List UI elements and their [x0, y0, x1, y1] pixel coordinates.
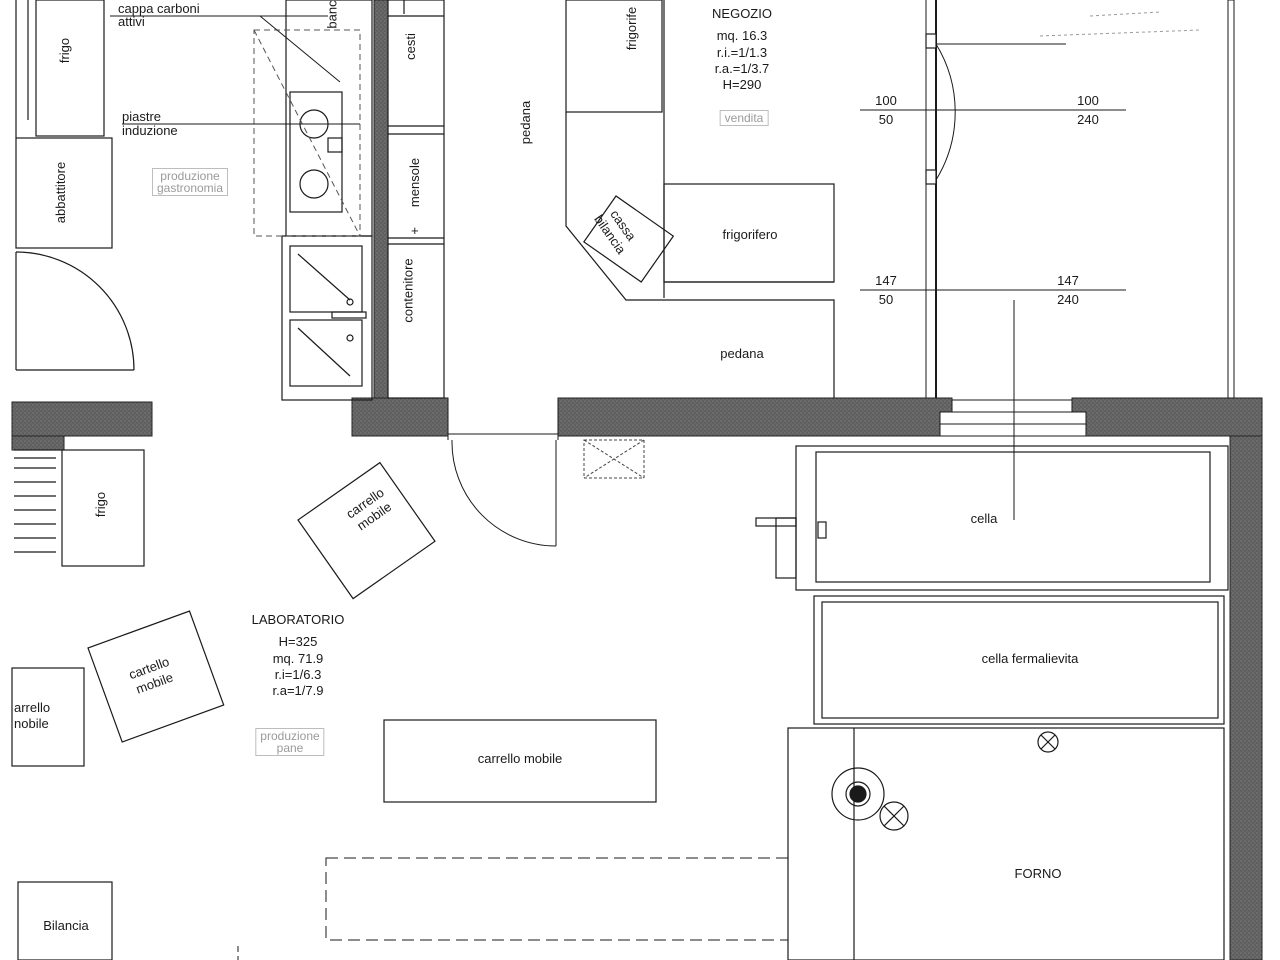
- wall-horizontal-right: [1071, 397, 1263, 437]
- bilancia-box: [17, 881, 113, 960]
- forno-vent-1: [879, 801, 909, 831]
- cella-fermalievita-outer: [813, 595, 1225, 725]
- gastronomia-use-label: produzione gastronomia: [151, 168, 229, 196]
- floor-drain: [583, 439, 645, 479]
- forno-vent-2: [1037, 731, 1059, 753]
- frigorifero-top-box: [565, 0, 663, 113]
- negozio-ra: r.a.=1/3.7: [714, 60, 770, 76]
- window-dim-3-top: 147: [875, 273, 897, 288]
- pedana-vertical-label: pedana: [518, 100, 534, 145]
- mensole-label: mensole: [407, 157, 423, 208]
- wall-horizontal-left: [11, 401, 153, 437]
- arrello-box: [11, 667, 85, 767]
- cella-inner: [815, 451, 1211, 583]
- window-dim-4-bottom: 240: [1057, 292, 1079, 307]
- window-sill: [939, 399, 1087, 437]
- negozio-name: NEGOZIO: [712, 6, 772, 21]
- window-dim-1-top: 100: [875, 93, 897, 108]
- wall-horizontal-center-right: [557, 397, 953, 437]
- window-dim-3-bottom: 50: [878, 292, 894, 307]
- cappa-label-1: cappa carboni: [118, 1, 200, 16]
- negozio-height: H=290: [722, 77, 762, 92]
- carrello-mobile-label: carrello mobile: [477, 751, 563, 766]
- laboratorio-room-label: LABORATORIO H=325 mq. 71.9 r.i=1/6.3 r.a…: [252, 612, 345, 699]
- arrello-line-2: nobile: [14, 716, 49, 732]
- hood-outline: [253, 29, 361, 237]
- frigorifero-mid-label: frigorifero: [722, 227, 778, 242]
- arrello-line-1: arrello: [14, 700, 51, 715]
- wall-vertical-center: [373, 0, 389, 399]
- wall-vertical-right: [1229, 435, 1263, 960]
- cassa-box: [583, 195, 675, 283]
- laboratorio-name: LABORATORIO: [251, 612, 345, 627]
- sink-basin-2: [289, 319, 363, 387]
- induction-plate-2: [299, 169, 329, 199]
- cella-label: cella: [970, 511, 998, 526]
- abbattitore-label: abbattitore: [53, 161, 69, 224]
- negozio-area: mq. 16.3: [716, 28, 768, 44]
- piastre-label-1: piastre: [122, 109, 162, 124]
- cartello-rotated-box: [87, 610, 225, 743]
- window-dim-2-top: 100: [1077, 93, 1099, 108]
- window-dim-1-bottom: 50: [878, 112, 894, 127]
- cesti-label: cesti: [402, 33, 418, 60]
- forno-box: [787, 727, 1225, 960]
- counter-outline: [565, 112, 835, 398]
- forno-label: FORNO: [1014, 866, 1062, 881]
- laboratorio-ri: r.i=1/6.3: [274, 666, 322, 682]
- window-dim-2-bottom: 240: [1077, 112, 1099, 127]
- contenitore-label: contenitore: [400, 258, 416, 323]
- cappa-label-2: attivi: [118, 14, 145, 29]
- piastre-label-2: induzione: [122, 123, 178, 138]
- carrello-mobile-box: [383, 719, 657, 803]
- frigorifero-top-label: frigorife: [624, 6, 640, 51]
- forno-fan-circle: [831, 767, 885, 821]
- gastronomia-line-1: produzione: [160, 169, 220, 183]
- negozio-room-label: NEGOZIO mq. 16.3 r.i.=1/1.3 r.a.=1/3.7 H…: [712, 6, 772, 93]
- wall-inner-right: [1227, 0, 1235, 399]
- frigo-top-box: [35, 0, 105, 137]
- cooktop-frame: [285, 0, 373, 237]
- frigo-lower-box: [61, 449, 145, 567]
- wall-vertical-left-small: [11, 435, 65, 451]
- negozio-use-label: vendita: [719, 110, 769, 126]
- frigo-top-label: frigo: [57, 37, 73, 64]
- laboratorio-use-line-1: produzione: [260, 729, 320, 743]
- walls: [11, 0, 1263, 960]
- sink-basin-1: [289, 245, 363, 313]
- banco-label: banc: [324, 0, 340, 29]
- laboratorio-height: H=325: [278, 634, 318, 650]
- laboratorio-ra: r.a=1/7.9: [272, 683, 324, 698]
- arrello-label: arrello nobile: [14, 700, 50, 733]
- carrello-rotated-box: [297, 461, 436, 600]
- gastronomia-line-2: gastronomia: [156, 181, 224, 195]
- laboratorio-use-label: produzione pane: [255, 728, 325, 756]
- cella-fermalievita-label: cella fermalievita: [981, 651, 1079, 666]
- laboratorio-use-line-2: pane: [276, 741, 304, 755]
- plus-label: +: [411, 223, 419, 238]
- cella-fermalievita-inner: [821, 601, 1219, 719]
- negozio-ri: r.i.=1/1.3: [716, 44, 768, 60]
- abbattitore-box: [15, 137, 113, 249]
- cella-outer: [795, 445, 1229, 591]
- table-dashed: [325, 857, 789, 941]
- bilancia-label: Bilancia: [43, 918, 89, 933]
- window-dim-4-top: 147: [1057, 273, 1079, 288]
- pedana-bottom-label: pedana: [720, 346, 764, 361]
- wall-horizontal-center-left: [351, 397, 449, 437]
- shelf-column: [387, 0, 445, 399]
- frigo-lower-label: frigo: [93, 491, 109, 518]
- laboratorio-area: mq. 71.9: [272, 650, 324, 666]
